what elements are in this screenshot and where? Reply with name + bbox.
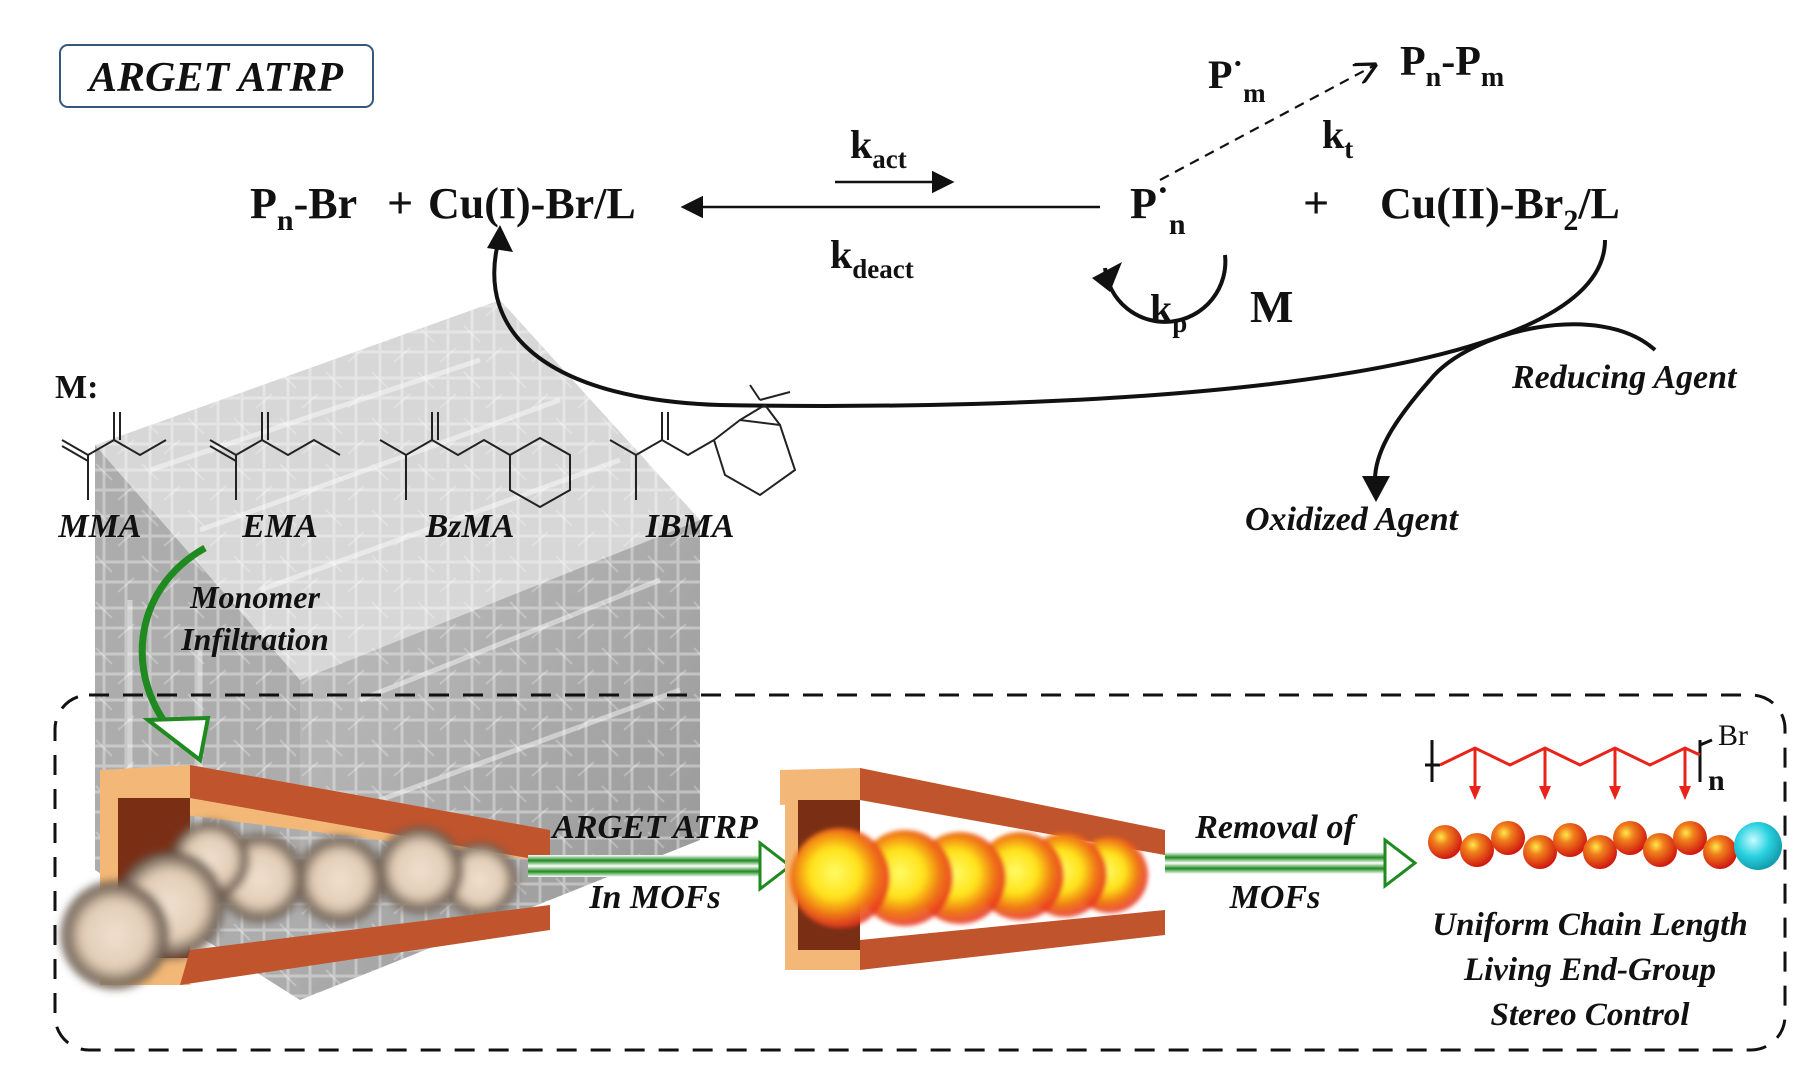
outcome-uniform-chain: Uniform Chain Length [1432,907,1747,943]
monomer-M-label: M [1250,281,1293,332]
monomer-name-ibma: IBMA [645,508,735,545]
k-t-label: kt [1322,112,1353,164]
second-radical: P·m [1208,45,1266,108]
living-end-group-bead [1734,822,1782,870]
infiltration-label-2: Infiltration [180,621,329,657]
polymer-bead-chain [1428,821,1782,870]
step-arrow-removal: Removal of MOFs [1165,809,1418,916]
propagating-radical: P·n [1130,170,1186,241]
monomer-list-label: M: [55,369,98,406]
step2-label-2: MOFs [1229,879,1321,916]
monomer-name-ema: EMA [241,508,318,545]
outcome-list: Uniform Chain Length Living End-Group St… [1432,907,1747,1033]
k-p-label: kp [1150,286,1187,338]
mof-channel-polymer [780,768,1165,970]
infiltration-label-1: Monomer [189,579,320,615]
plus-sign-2: + [1303,177,1329,228]
monomer-infiltration-arrow: Monomer Infiltration [138,544,329,764]
outcome-living-end-group: Living End-Group [1463,952,1716,988]
regeneration-arrowhead [487,225,513,252]
monomer-name-mma: MMA [57,508,141,545]
k-deact-label: kdeact [830,232,914,284]
monomer-name-bzma: BzMA [425,508,515,545]
monomer-panel: M: MMA EMA BzMA IBMA [55,369,797,545]
mma-structure [61,412,167,500]
step1-label-2: In MOFs [588,879,720,916]
reducing-agent-label: Reducing Agent [1511,359,1738,396]
termination-product: Pn-Pm [1400,39,1504,93]
termination-arrow [1159,65,1375,181]
step-arrow-polymerization: ARGET ATRP In MOFs [528,809,793,916]
atrp-equilibrium: Pn-Br + Cu(I)-Br/L kact kdeact P·n + Cu(… [250,39,1738,538]
dormant-species: Pn-Br [250,179,357,237]
propagation-loop [1103,254,1228,324]
plus-sign-1: + [387,177,413,228]
deactivator-complex: Cu(II)-Br2/L [1380,179,1620,237]
activator-complex: Cu(I)-Br/L [428,179,636,228]
outcome-stereo-control: Stereo Control [1491,997,1691,1033]
mof-channel-monomers [60,765,550,990]
ibma-structure [609,384,797,500]
polymer-repeat-n: n [1708,764,1725,797]
regeneration-arc [492,234,1607,408]
k-act-label: kact [850,122,907,174]
bzma-structure [379,412,571,509]
polymer-end-group-label: Br [1718,719,1748,752]
process-dashed-box [53,693,1787,1052]
step1-label-1: ARGET ATRP [550,809,758,846]
polymer-structure: Br n [1425,719,1748,800]
oxidized-agent-arrowhead [1362,476,1390,502]
title-box: ARGET ATRP [59,44,374,108]
title-label: ARGET ATRP [86,55,343,101]
ema-structure [209,412,341,500]
step2-label-1: Removal of [1194,809,1358,846]
propagation-arrowhead [1092,262,1122,292]
reducing-agent-arc [1373,322,1657,481]
oxidized-agent-label: Oxidized Agent [1245,501,1460,538]
